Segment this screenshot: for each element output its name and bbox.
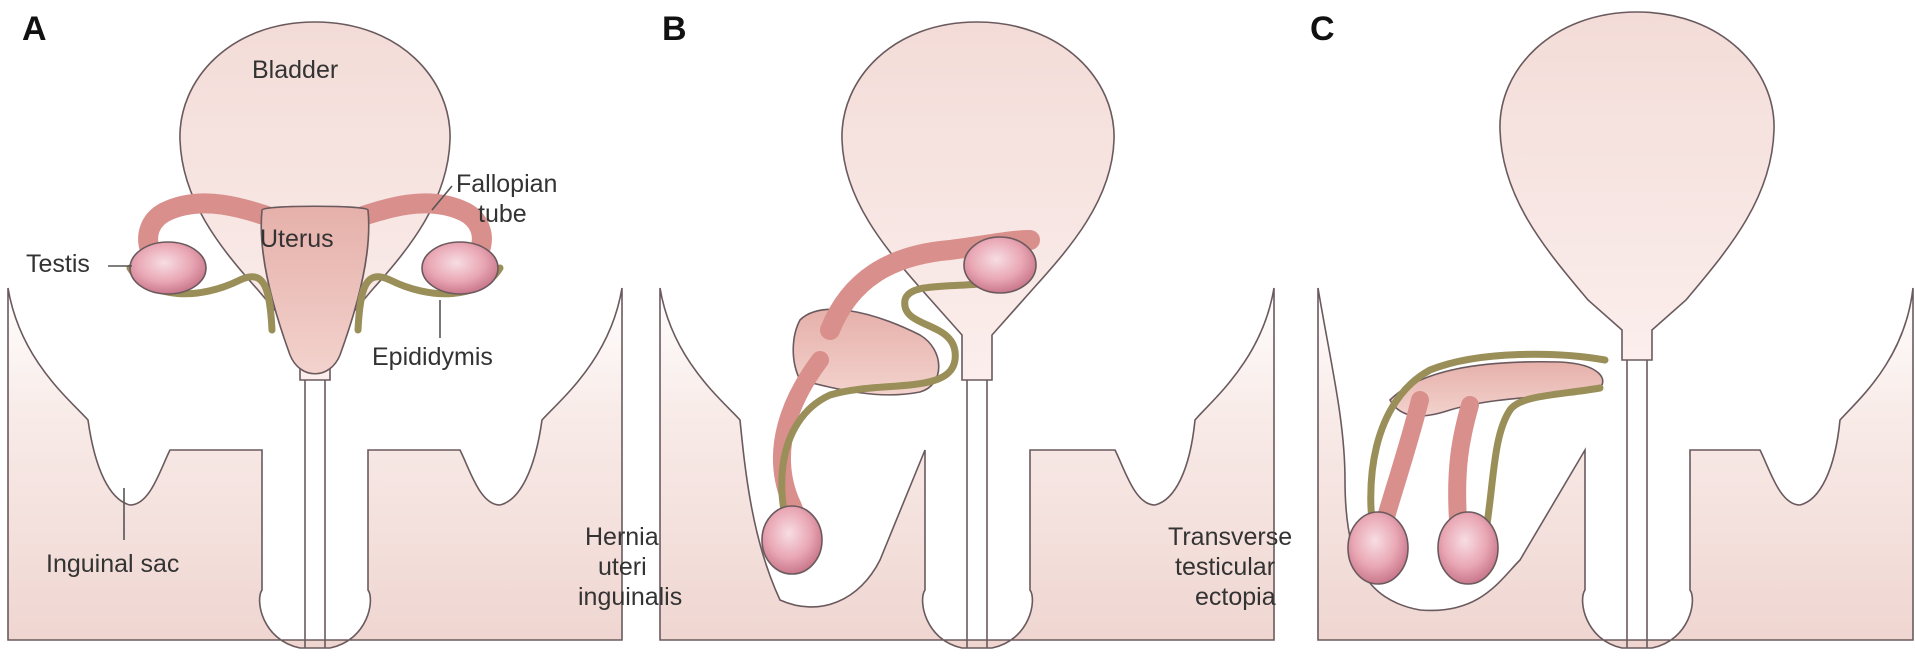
label-condition-c-line2: testicular <box>1175 553 1275 581</box>
canal-b <box>967 370 987 648</box>
label-condition-c-line1: Transverse <box>1168 523 1292 551</box>
panel-letter-b: B <box>662 10 687 48</box>
fallopian-tube-right-c <box>1457 405 1470 520</box>
label-testis: Testis <box>26 250 90 278</box>
canal-a <box>305 360 325 648</box>
canal-c <box>1627 350 1647 648</box>
testis-upper-b <box>964 237 1036 293</box>
testis-left-a <box>130 242 206 294</box>
label-condition-b-line1: Hernia <box>585 523 659 551</box>
panel-letter-c: C <box>1310 10 1335 48</box>
panel-a: A Bladder Uterus Fallopian tube Testis E… <box>8 10 622 648</box>
label-fallopian-tube-line2: tube <box>478 200 527 228</box>
testis-right-a <box>422 242 498 294</box>
label-condition-b-line2: uteri <box>598 553 647 581</box>
label-condition-b-line3: inguinalis <box>578 583 682 611</box>
label-epididymis: Epididymis <box>372 343 493 371</box>
testis-left-c <box>1348 512 1408 584</box>
bladder-c <box>1500 12 1774 360</box>
panel-c: C Transverse testicular ectopia <box>1168 10 1913 648</box>
label-fallopian-tube-line1: Fallopian <box>456 170 557 198</box>
label-bladder: Bladder <box>252 56 338 84</box>
label-inguinal-sac: Inguinal sac <box>46 550 179 578</box>
testis-right-c <box>1438 512 1498 584</box>
label-condition-c-line3: ectopia <box>1195 583 1276 611</box>
panel-b: B Hernia uteri inguinalis <box>578 10 1274 648</box>
panel-letter-a: A <box>22 10 47 48</box>
testis-lower-b <box>762 506 822 574</box>
label-uterus: Uterus <box>260 225 334 253</box>
